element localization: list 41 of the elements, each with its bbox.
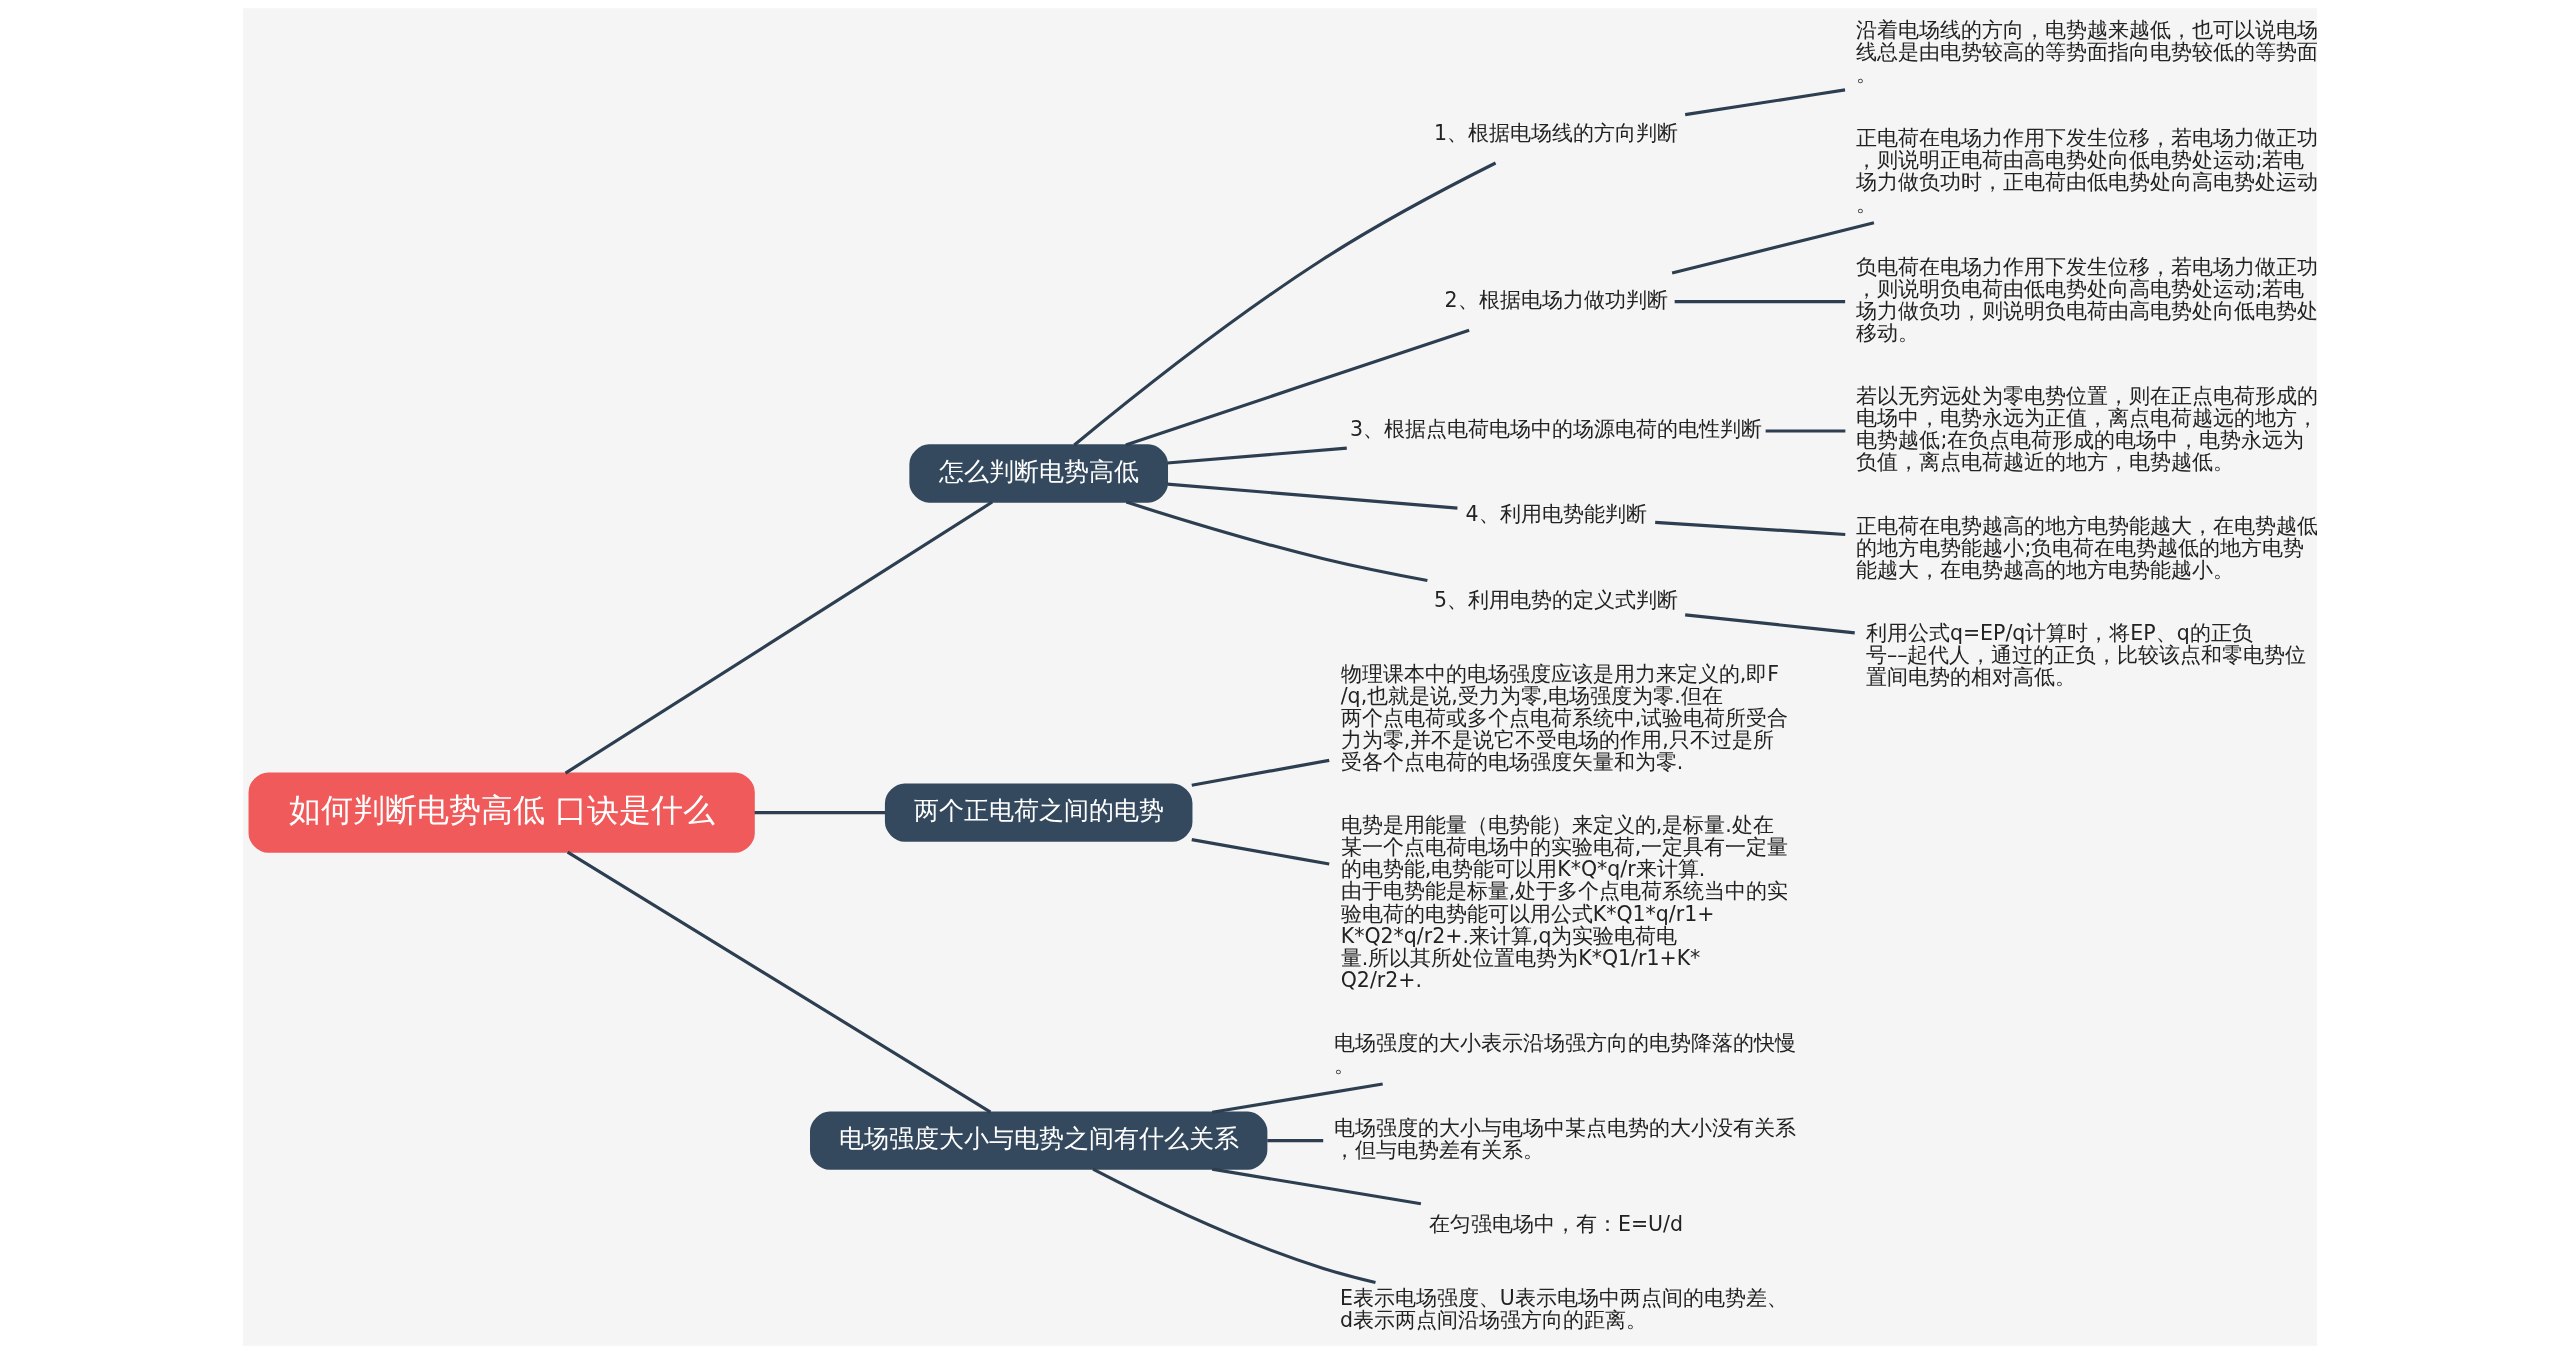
- node-box: 电场强度大小与电势之间有什么关系: [810, 1111, 1268, 1170]
- node-text: 沿着电场线的方向，电势越来越低，也可以说电场线总是由电势较高的等势面指向电势较低的等势面。: [1856, 18, 2319, 87]
- node-text: 电场强度的大小与电场中某点电势的大小没有关系，但与电势差有关系。: [1334, 1116, 1797, 1163]
- connector: [1684, 88, 1846, 117]
- connector: [564, 500, 994, 775]
- connector: [1671, 221, 1875, 275]
- node-text: 1、根据电场线的方向判断: [1433, 120, 1679, 145]
- connector: [1191, 758, 1330, 787]
- connector: [1674, 300, 1846, 304]
- node-text: 3、根据点电荷电场中的场源电荷的电性判断: [1349, 417, 1763, 442]
- connector: [754, 811, 886, 815]
- connector: [1211, 1082, 1383, 1114]
- connector: [566, 850, 992, 1114]
- connector: [1765, 429, 1846, 433]
- node-box: 如何判断电势高低 口诀是什么: [248, 772, 755, 853]
- node-text: 电势是用能量（电势能）来定义的,是标量.处在某一个点电荷电场中的实验电荷,一定具有一定量的电势能,电势能可以用K*Q*q/r来计算.由于电势能是标量,处于多个点电荷系统当中的实验电荷的电势能可以用公式K*Q1*q/r1+K*Q2*q/r2+.来计算,q为实验电荷电量.所以其所处位置电势为K*Q1/r1+K*Q2/r2+.: [1340, 813, 1789, 992]
- node-text: 正电荷在电场力作用下发生位移，若电场力做正功，则说明正电荷由高电势处向低电势处运动;若电场力做负功时，正电荷由低电势处向高电势处运动。: [1856, 125, 2319, 216]
- node-text: E表示电场强度、U表示电场中两点间的电势差、d表示两点间沿场强方向的距离。: [1339, 1286, 1788, 1333]
- node-text: 若以无穷远处为零电势位置，则在正点电荷形成的电场中，电势永远为正值，离点电荷越远的地方，电势越低;在负点电荷形成的电场中，电势永远为负值，离点电荷越近的地方，电势越低。: [1856, 384, 2319, 475]
- node-box: 怎么判断电势高低: [909, 444, 1168, 503]
- connector: [1685, 613, 1855, 635]
- connector: [1125, 500, 1428, 583]
- connector: [1167, 446, 1347, 465]
- connector: [1267, 1139, 1324, 1143]
- connector: [1073, 161, 1497, 447]
- connector: [1167, 482, 1458, 510]
- connector: [1211, 1167, 1422, 1206]
- connector: [1125, 328, 1470, 447]
- node-box: 两个正电荷之间的电势: [884, 783, 1193, 842]
- node-text: 5、利用电势的定义式判断: [1433, 587, 1679, 612]
- node-text: 2、根据电场力做功判断: [1444, 287, 1668, 312]
- node-text: 负电荷在电场力作用下发生位移，若电场力做正功，则说明负电荷由低电势处向高电势处运动;若电场力做负功，则说明负电荷由高电势处向低电势处移动。: [1856, 254, 2319, 346]
- connector: [1655, 520, 1846, 537]
- connector: [1092, 1167, 1376, 1285]
- node-text: 利用公式q=EP/q计算时，将EP、q的正负号––起代人，通过的正负，比较该点和零电势位置间电势的相对高低。: [1865, 620, 2307, 689]
- node-text: 正电荷在电势越高的地方电势能越大，在电势越低的地方电势能越小;负电荷在电势越低的地方电势能越大，在电势越高的地方电势能越小。: [1856, 513, 2319, 582]
- node-text: 4、利用电势能判断: [1465, 502, 1647, 527]
- node-text: 物理课本中的电场强度应该是用力来定义的,即F/q,也就是说,受力为零,电场强度为零.但在两个点电荷或多个点电荷系统中,试验电荷所受合力为零,并不是说它不受电场的作用,只不过是所受各个点电荷的电场强度矢量和为零.: [1340, 661, 1789, 775]
- node-text: 在匀强电场中，有：E=U/d: [1428, 1212, 1684, 1237]
- connector: [1191, 838, 1330, 866]
- node-text: 电场强度的大小表示沿场强方向的电势降落的快慢。: [1334, 1030, 1797, 1077]
